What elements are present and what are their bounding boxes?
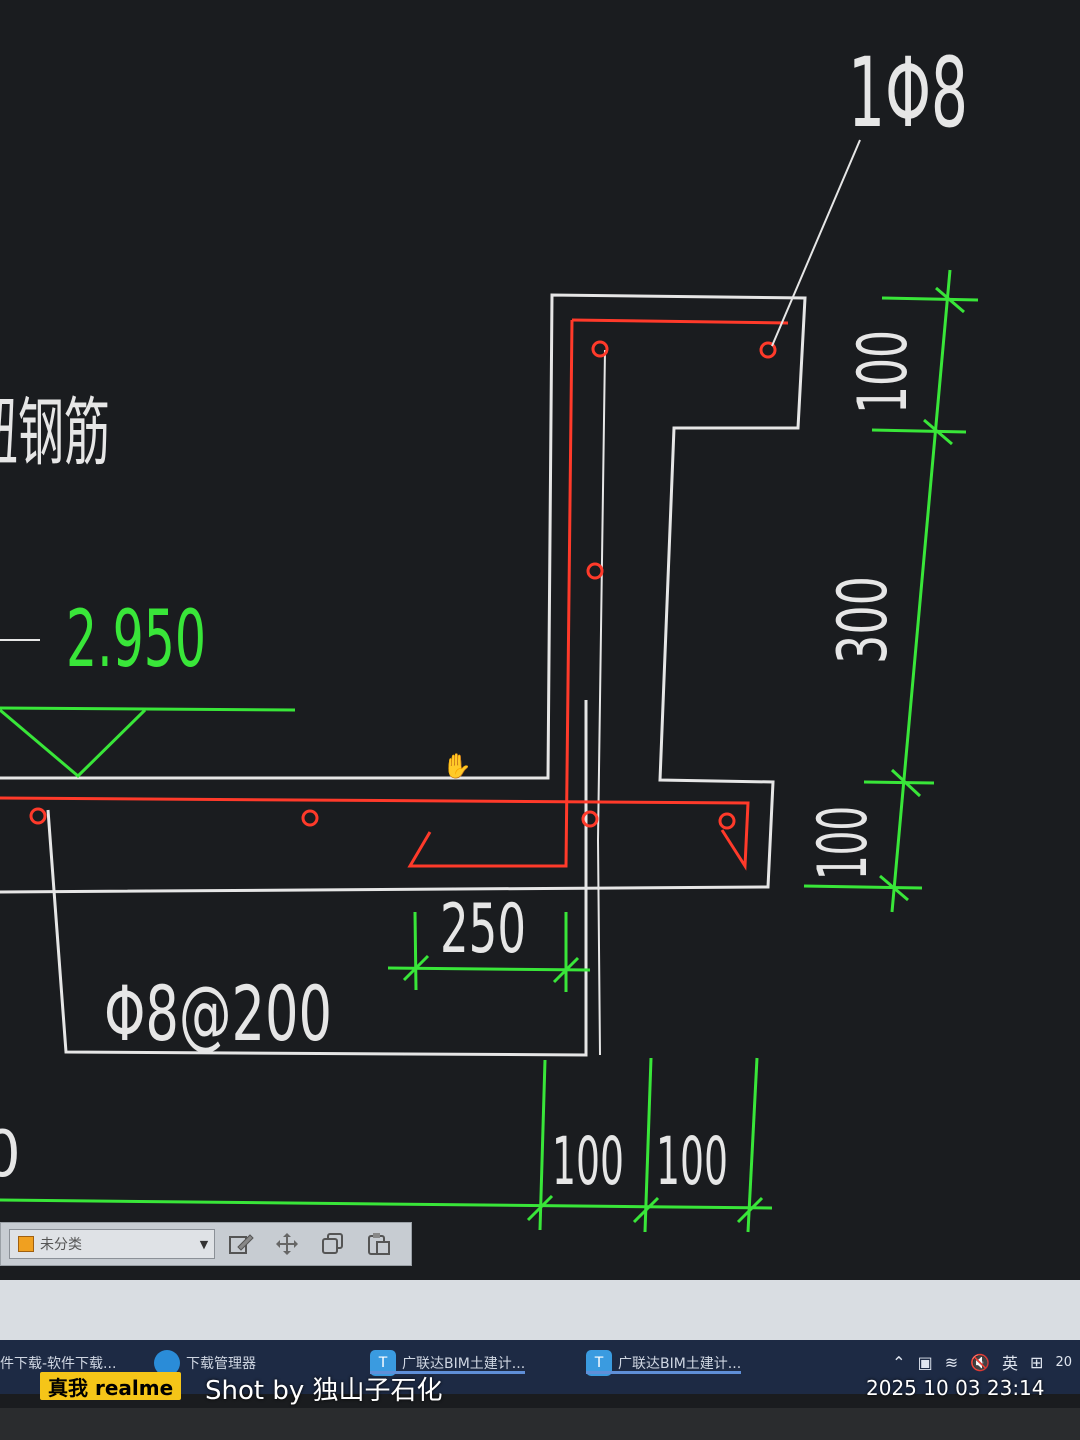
ime-indicator[interactable]: 英: [1002, 1354, 1019, 1373]
partial-left-digit: 0: [0, 1118, 21, 1192]
system-tray: ⌃ ▣ ≋ 🔇 英 ⊞ 20: [892, 1350, 1072, 1374]
rebar-callout-bottom: Φ8@200: [104, 969, 332, 1058]
bottom-dimension-chain: [0, 1057, 773, 1233]
brand-badge: 真我 realme: [40, 1372, 182, 1400]
callout-leader-line: [771, 139, 861, 347]
layer-dropdown-label: 未分类: [40, 1237, 82, 1253]
taskbar-item-label: 广联达BIM土建计...: [402, 1356, 526, 1372]
keyboard-icon[interactable]: ⊞: [1030, 1352, 1044, 1372]
elevation-marker: [0, 706, 296, 779]
dimension-250-label: 250: [440, 890, 526, 969]
clock-fragment[interactable]: 20: [1055, 1354, 1072, 1370]
paste-button[interactable]: [359, 1227, 399, 1261]
chevron-down-icon: ▼: [199, 1237, 209, 1251]
cad-drawing-canvas[interactable]: ✋ 扭钢筋 2.950 1Φ8 Φ8@200 250 100 300 100 1…: [0, 0, 1080, 1280]
move-button[interactable]: [267, 1227, 307, 1261]
heading-fragment: 扭钢筋: [0, 390, 110, 476]
meeting-icon[interactable]: ▣: [917, 1352, 933, 1372]
dimension-vertical-bottom-label: 100: [804, 806, 883, 880]
volume-mute-icon[interactable]: 🔇: [970, 1352, 991, 1372]
dimension-bottom-left-label: 100: [552, 1123, 624, 1200]
shot-by-text: Shot by 独山子石化: [205, 1376, 443, 1406]
rebar-callout-top: 1Φ8: [848, 37, 968, 149]
dimension-vertical-top-label: 100: [844, 330, 923, 414]
pan-hand-cursor-icon: ✋: [442, 752, 472, 780]
wifi-icon[interactable]: ≋: [944, 1352, 959, 1372]
layer-dropdown[interactable]: 未分类 ▼: [9, 1229, 215, 1259]
layer-toolbar: 未分类 ▼: [0, 1222, 412, 1266]
dimension-250: [387, 911, 591, 992]
taskbar-item-download-manager[interactable]: 下载管理器: [154, 1348, 256, 1378]
active-indicator: [370, 1371, 526, 1374]
layer-color-swatch: [18, 1236, 34, 1252]
active-indicator: [586, 1371, 742, 1374]
photo-timestamp: 2025 10 03 23:14: [866, 1376, 1045, 1400]
dimension-bottom-right-label: 100: [656, 1123, 728, 1200]
taskbar-item-label: 下载管理器: [186, 1356, 256, 1372]
dimension-vertical-mid-label: 300: [824, 576, 903, 664]
copy-icon: [322, 1233, 343, 1254]
download-manager-icon: [154, 1350, 180, 1376]
paste-icon: [368, 1233, 390, 1255]
chevron-up-icon[interactable]: ⌃: [892, 1352, 906, 1372]
edit-button[interactable]: [221, 1227, 261, 1261]
rebar-lines: [0, 318, 789, 871]
taskbar-item-label: 件下载-软件下载...: [0, 1356, 117, 1372]
elevation-label: 2.950: [66, 595, 206, 685]
taskbar-item-label: 广联达BIM土建计...: [618, 1356, 742, 1372]
camera-watermark: 真我 realme Shot by 独山子石化 2025 10 03 23:14: [0, 1368, 1080, 1408]
concrete-outline: [0, 293, 807, 1057]
monitor-bezel: [0, 1408, 1080, 1440]
taskbar-item-glodon-1[interactable]: T 广联达BIM土建计...: [370, 1348, 526, 1378]
taskbar-item-download-site[interactable]: 件下载-软件下载...: [0, 1348, 116, 1378]
copy-button[interactable]: [313, 1227, 353, 1261]
edit-icon: [229, 1234, 254, 1254]
move-icon: [276, 1233, 298, 1255]
taskbar-item-glodon-2[interactable]: T 广联达BIM土建计...: [586, 1348, 742, 1378]
rebar-dots: [29, 340, 777, 830]
vertical-dimension-chain: [803, 269, 979, 913]
cad-status-area: [0, 1280, 1080, 1340]
